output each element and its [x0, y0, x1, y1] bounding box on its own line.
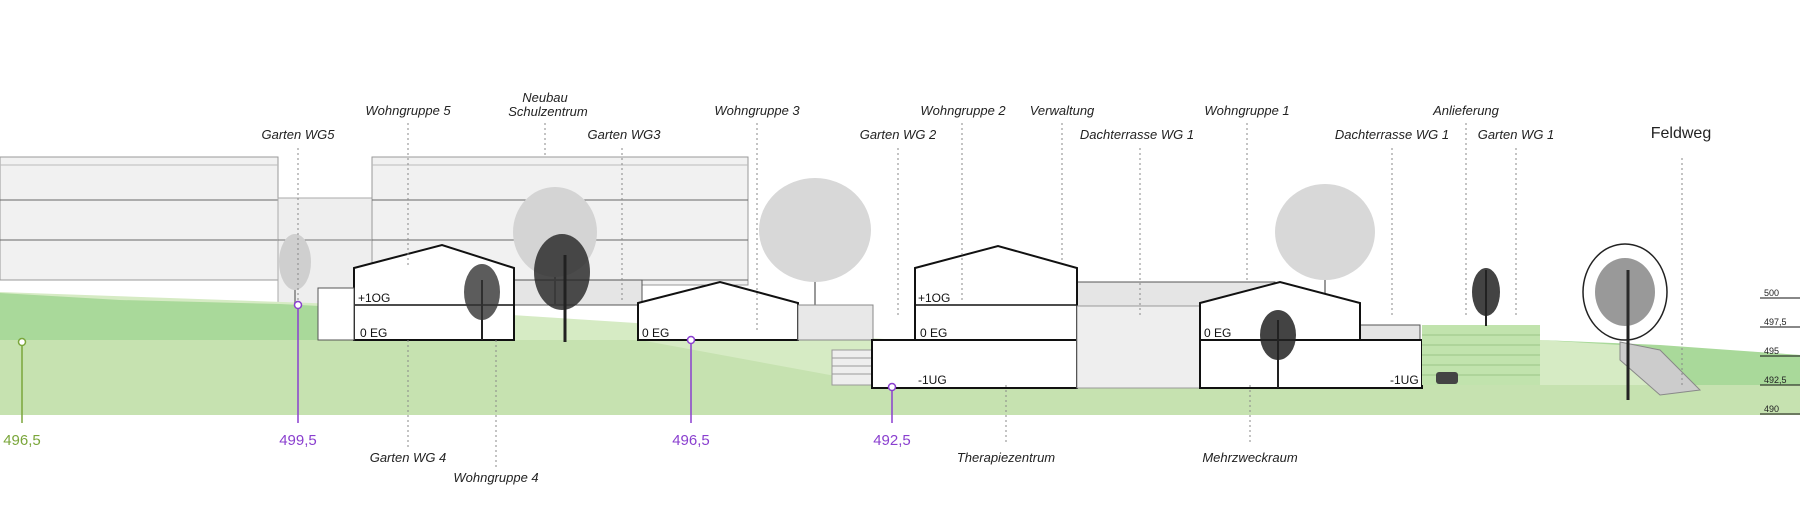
level-value-3: 496,5: [672, 432, 710, 449]
existing-building-left: [0, 156, 373, 307]
floor-label-b-eg: 0 EG: [642, 326, 669, 340]
tree-feldweg: [1582, 243, 1668, 400]
floor-label-d-ug: -1UG: [1390, 373, 1419, 387]
lawn-left: [0, 293, 320, 340]
ground-mid: [0, 340, 1800, 415]
label-anlieferung: Anlieferung: [1432, 103, 1500, 118]
label-wohngruppe-2: Wohngruppe 2: [920, 103, 1006, 118]
label-neubau-line1: Neubau: [522, 90, 568, 105]
scale-492-5: 492,5: [1764, 375, 1787, 385]
label-dachterrasse-wg1-a: Dachterrasse WG 1: [1080, 127, 1194, 142]
floor-label-c-ug: -1UG: [918, 373, 947, 387]
label-garten-wg3: Garten WG3: [588, 127, 662, 142]
label-garten-wg2: Garten WG 2: [860, 127, 937, 142]
scale-500: 500: [1764, 288, 1779, 298]
label-wohngruppe-3: Wohngruppe 3: [714, 103, 800, 118]
floor-label-d-eg: 0 EG: [1204, 326, 1231, 340]
level-value-4: 492,5: [873, 432, 911, 449]
label-therapiezentrum: Therapiezentrum: [957, 450, 1055, 465]
level-value-1: 496,5: [3, 432, 41, 449]
building-wohngruppe-2-therapiezentrum: [871, 244, 1078, 389]
leader-lines: [297, 123, 1683, 470]
level-marker-1: 496,5: [3, 337, 41, 449]
scale-495: 495: [1764, 346, 1779, 356]
tree-bg-4: [1275, 184, 1375, 305]
label-dachterrasse-wg1-b: Dachterrasse WG 1: [1335, 127, 1449, 142]
label-mehrzweckraum: Mehrzweckraum: [1202, 450, 1298, 465]
tree-front-3: [1260, 310, 1296, 388]
scale-490: 490: [1764, 404, 1779, 414]
level-marker-2: 499,5: [279, 300, 317, 449]
tree-dark-right: [1472, 268, 1500, 326]
entry-stair-block: [797, 304, 874, 386]
height-scale: 500 497,5 495 492,5 490: [1760, 288, 1800, 415]
tree-front-2: [464, 264, 500, 340]
label-neubau-line2: Schulzentrum: [508, 104, 588, 119]
car-icon: [1436, 372, 1458, 384]
label-wohngruppe-4: Wohngruppe 4: [453, 470, 538, 485]
road-feldweg: [1619, 341, 1702, 396]
connector-verwaltung: [1076, 305, 1201, 389]
label-garten-wg1: Garten WG 1: [1478, 127, 1555, 142]
label-garten-wg4: Garten WG 4: [370, 450, 447, 465]
hatched-connector-3: [1357, 324, 1421, 342]
floor-label-c-eg: 0 EG: [920, 326, 947, 340]
level-value-2: 499,5: [279, 432, 317, 449]
level-marker-3: 496,5: [672, 335, 710, 449]
label-garten-wg5: Garten WG5: [262, 127, 336, 142]
tree-bg-3: [759, 178, 871, 305]
label-wohngruppe-1: Wohngruppe 1: [1204, 103, 1289, 118]
label-wohngruppe-5: Wohngruppe 5: [365, 103, 451, 118]
label-feldweg: Feldweg: [1651, 125, 1711, 142]
floor-label-a-og: +1OG: [358, 291, 390, 305]
floor-label-c-og: +1OG: [918, 291, 950, 305]
level-marker-4: 492,5: [873, 382, 911, 449]
scale-497-5: 497,5: [1764, 317, 1787, 327]
floor-label-a-eg: 0 EG: [360, 326, 387, 340]
tree-front-1: [534, 234, 590, 342]
tree-bg-1: [279, 234, 311, 305]
label-verwaltung: Verwaltung: [1030, 103, 1095, 118]
